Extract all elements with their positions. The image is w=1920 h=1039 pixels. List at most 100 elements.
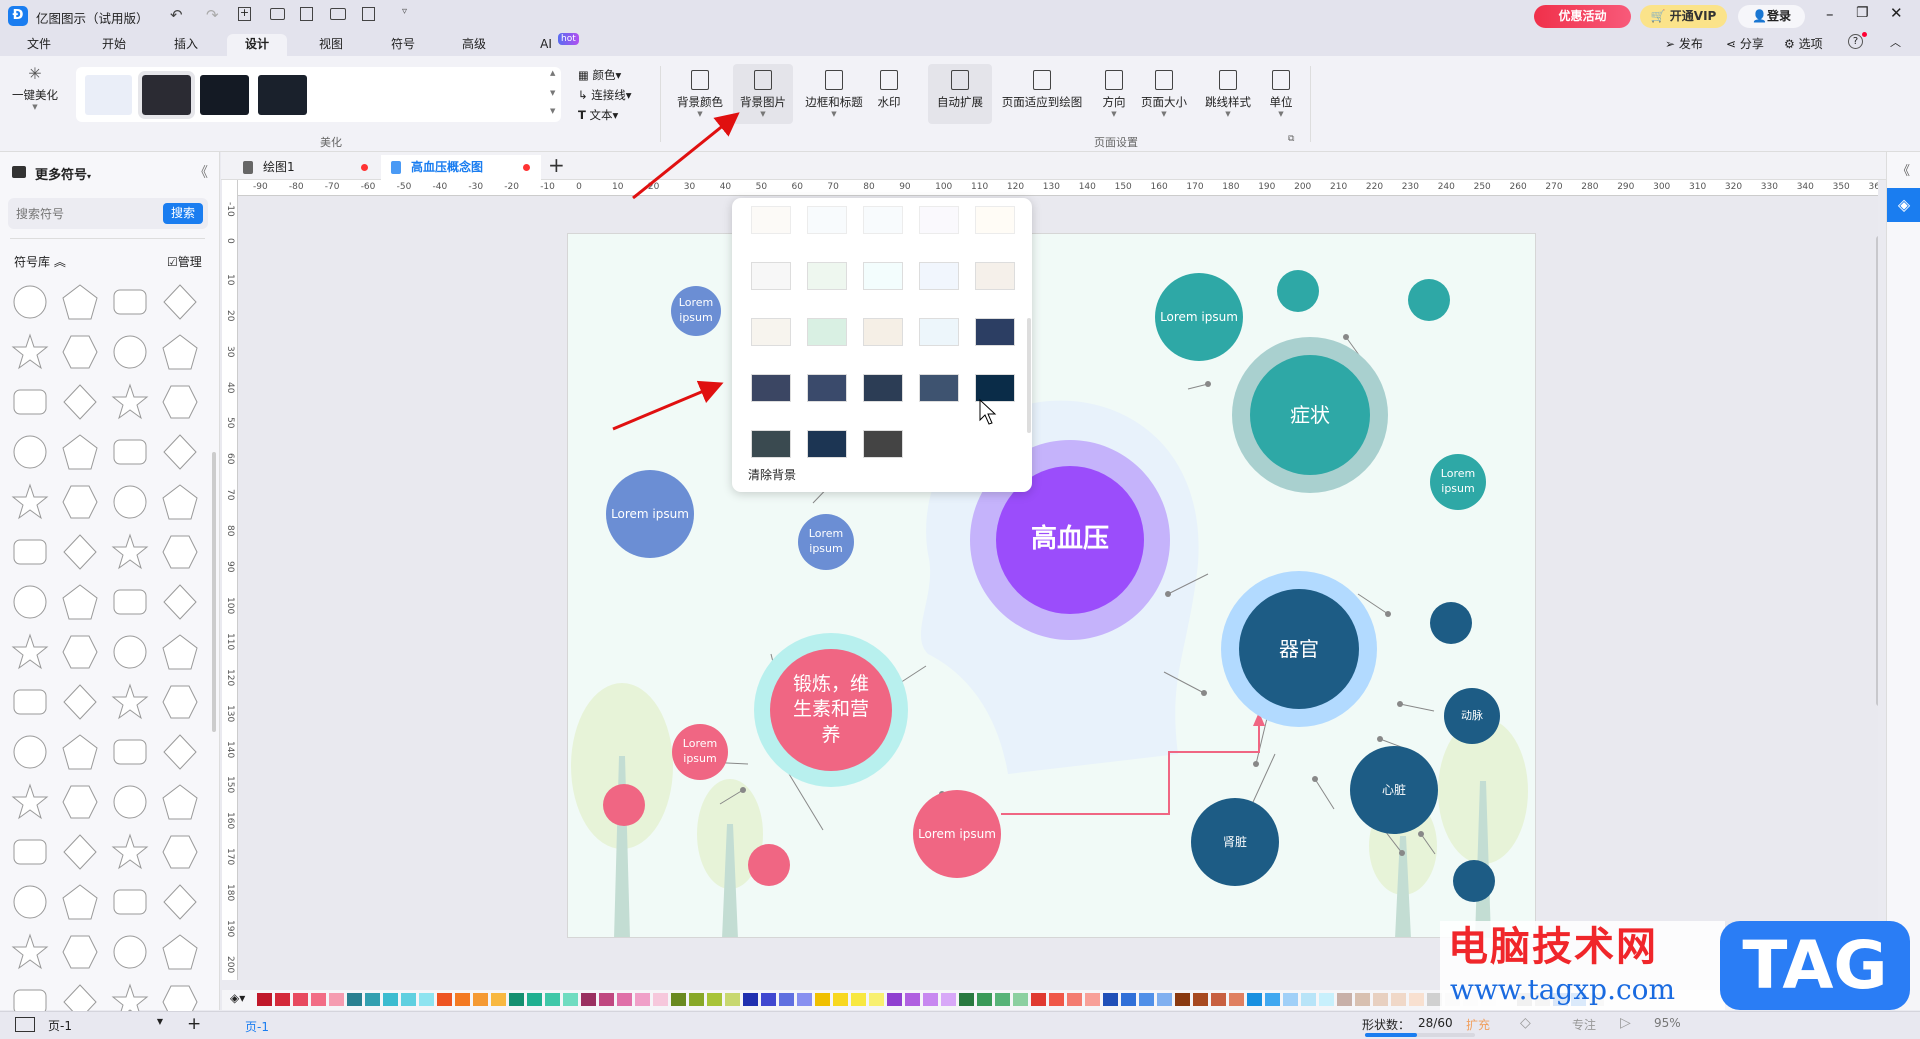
- color-swatch[interactable]: [1301, 993, 1316, 1006]
- color-swatch[interactable]: [1193, 993, 1208, 1006]
- page-setup-button-7[interactable]: 页面大小▼: [1136, 64, 1192, 124]
- square-frame-shape-icon[interactable]: [160, 332, 200, 372]
- color-swatch[interactable]: [419, 993, 434, 1006]
- background-thumbnail[interactable]: [863, 262, 903, 290]
- background-thumbnail[interactable]: [807, 206, 847, 234]
- format-painter-button[interactable]: ◈: [1887, 188, 1920, 222]
- color-swatch[interactable]: [527, 993, 542, 1006]
- organs-node[interactable]: 器官: [1239, 589, 1359, 709]
- expand-panel-icon[interactable]: 《: [1897, 164, 1911, 179]
- color-swatch[interactable]: [347, 993, 362, 1006]
- color-swatch[interactable]: [1391, 993, 1406, 1006]
- color-swatch[interactable]: [1229, 993, 1244, 1006]
- background-thumbnail[interactable]: [919, 374, 959, 402]
- color-swatch[interactable]: [1085, 993, 1100, 1006]
- heptagon-shape-icon[interactable]: [160, 282, 200, 322]
- theme-style-4[interactable]: [258, 75, 307, 115]
- color-swatch[interactable]: [635, 993, 650, 1006]
- heart-shape-icon[interactable]: [110, 332, 150, 372]
- gallery-scroll-down[interactable]: ▼: [550, 89, 556, 97]
- trapezoid-shape-icon[interactable]: [60, 382, 100, 422]
- options-button[interactable]: ⚙ 选项: [1784, 35, 1823, 52]
- cross-shape-icon[interactable]: [160, 982, 200, 1014]
- color-swatch[interactable]: [617, 993, 632, 1006]
- minimize-button[interactable]: –: [1826, 5, 1834, 23]
- menu-tab-5[interactable]: 符号: [390, 37, 415, 51]
- doc-tab-drawing1[interactable]: 绘图1: [233, 155, 373, 180]
- color-swatch[interactable]: [1211, 993, 1226, 1006]
- curved-flag-shape-icon[interactable]: [160, 732, 200, 772]
- page-setup-button-2[interactable]: 边框和标题▼: [798, 64, 870, 124]
- color-swatch[interactable]: [689, 993, 704, 1006]
- color-swatch[interactable]: [1139, 993, 1154, 1006]
- banner-shape-icon[interactable]: [160, 382, 200, 422]
- seal-shape-icon[interactable]: [10, 532, 50, 572]
- organs-node-ring[interactable]: 器官: [1221, 571, 1377, 727]
- star-blob-shape-icon[interactable]: [60, 982, 100, 1014]
- vip-button[interactable]: 🛒 开通VIP: [1640, 5, 1727, 28]
- drop-shape-icon[interactable]: [60, 682, 100, 722]
- kidney-node[interactable]: 肾脏: [1191, 798, 1279, 886]
- small-node[interactable]: [1408, 279, 1450, 321]
- blob-shape-icon[interactable]: [10, 982, 50, 1014]
- color-swatch[interactable]: [509, 993, 524, 1006]
- shield2-shape-icon[interactable]: [10, 732, 50, 772]
- small-node[interactable]: [1430, 602, 1472, 644]
- star-round-shape-icon[interactable]: [110, 982, 150, 1014]
- page-layout-icon[interactable]: [15, 1017, 35, 1032]
- diamond-circle-shape-icon[interactable]: [60, 532, 100, 572]
- color-swatch[interactable]: [833, 993, 848, 1006]
- diamond-shape-icon[interactable]: [110, 782, 150, 822]
- zoom-level[interactable]: 95%: [1654, 1016, 1681, 1030]
- star4b-shape-icon[interactable]: [160, 432, 200, 472]
- color-swatch[interactable]: [383, 993, 398, 1006]
- diamond-shape-icon[interactable]: [160, 682, 200, 722]
- save-icon[interactable]: [300, 7, 313, 21]
- heart-node[interactable]: 心脏: [1350, 746, 1438, 834]
- theme-style-1[interactable]: [85, 75, 132, 115]
- triangle-shape-icon[interactable]: [10, 432, 50, 472]
- manage-button[interactable]: ☑管理: [167, 253, 202, 270]
- color-swatch[interactable]: [599, 993, 614, 1006]
- color-swatch[interactable]: [1283, 993, 1298, 1006]
- curvy-shape-icon[interactable]: [10, 832, 50, 872]
- diamond-shape-icon[interactable]: [10, 282, 50, 322]
- semicircle-shape-icon[interactable]: [110, 632, 150, 672]
- page-setup-button-8[interactable]: 跳线样式▼: [1198, 64, 1258, 124]
- background-thumbnail[interactable]: [751, 318, 791, 346]
- color-swatch[interactable]: [1103, 993, 1118, 1006]
- artery-node[interactable]: 动脉: [1444, 688, 1500, 744]
- promo-button[interactable]: 优惠活动: [1534, 5, 1631, 28]
- lorem-node[interactable]: Lorem ipsum: [913, 790, 1001, 878]
- octagon-shape-icon[interactable]: [10, 332, 50, 372]
- background-thumbnail[interactable]: [807, 430, 847, 458]
- menu-tab-0[interactable]: 文件: [26, 37, 51, 51]
- menu-tab-6[interactable]: 高级: [461, 37, 486, 51]
- vertical-scrollbar[interactable]: [1876, 236, 1878, 706]
- panel-scrollbar[interactable]: [212, 452, 216, 732]
- half-circle-shape-icon[interactable]: [60, 582, 100, 622]
- shield3-shape-icon[interactable]: [60, 732, 100, 772]
- color-swatch[interactable]: [743, 993, 758, 1006]
- color-swatch[interactable]: [1031, 993, 1046, 1006]
- color-swatch[interactable]: [437, 993, 452, 1006]
- symbol-search-input[interactable]: [16, 204, 156, 224]
- menu-tab-2[interactable]: 插入: [173, 37, 198, 51]
- lorem-node[interactable]: Lorem ipsum: [671, 286, 721, 336]
- new-tab-button[interactable]: +: [548, 153, 565, 177]
- star5-shape-icon[interactable]: [10, 482, 50, 522]
- color-swatch[interactable]: [653, 993, 668, 1006]
- dropdown-scrollbar[interactable]: [1027, 318, 1031, 433]
- background-thumbnail[interactable]: [807, 262, 847, 290]
- color-swatch[interactable]: [1157, 993, 1172, 1006]
- color-swatch[interactable]: [545, 993, 560, 1006]
- page-setup-button-4[interactable]: 自动扩展: [928, 64, 992, 124]
- background-thumbnail[interactable]: [863, 206, 903, 234]
- flower4-shape-icon[interactable]: [160, 882, 200, 922]
- gallery-scroll-up[interactable]: ▲: [550, 69, 556, 77]
- cross-rect-shape-icon[interactable]: [60, 782, 100, 822]
- background-thumbnail[interactable]: [807, 318, 847, 346]
- clover-shape-icon[interactable]: [160, 932, 200, 972]
